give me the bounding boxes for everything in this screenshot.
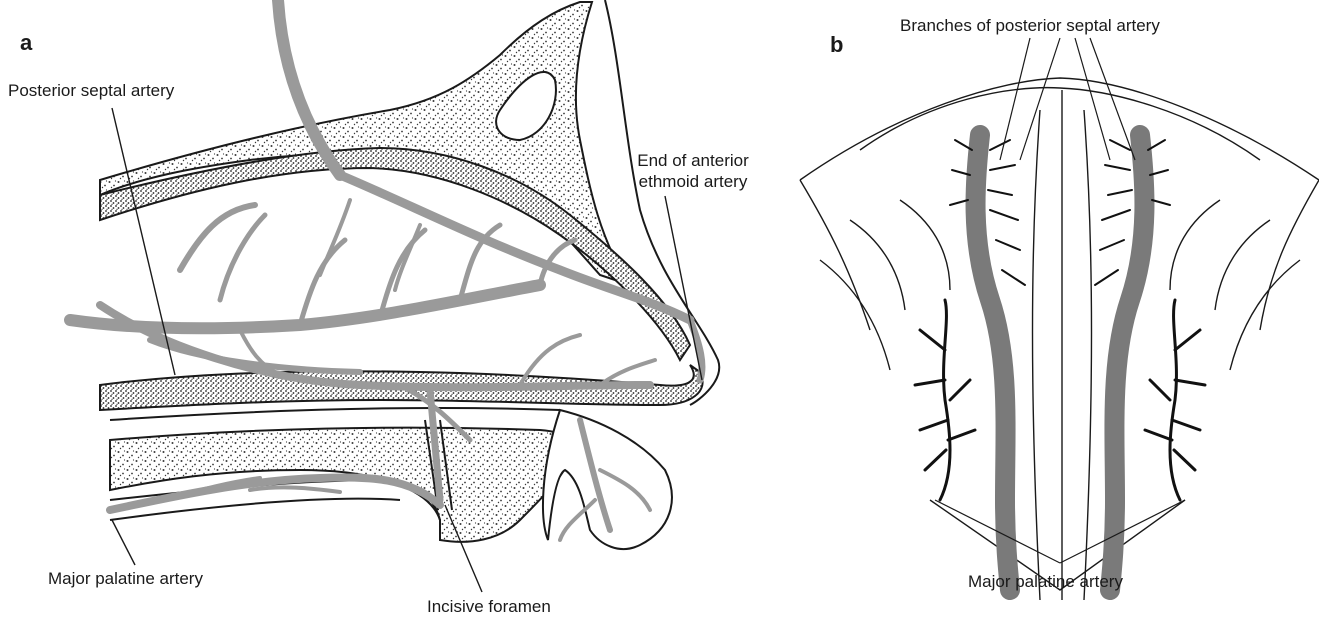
leader-branches-right: [1075, 38, 1110, 160]
label-major-palatine-artery-b: Major palatine artery: [968, 571, 1123, 592]
label-branches-of-posterior-septal-artery: Branches of posterior septal artery: [900, 15, 1160, 36]
label-end-of-anterior-line1: End of anterior: [633, 150, 753, 171]
label-end-of-anterior-ethmoid: End of anterior ethmoid artery: [633, 150, 753, 192]
label-incisive-foramen: Incisive foramen: [427, 596, 551, 617]
panel-a-letter: a: [20, 30, 32, 56]
posterior-septal-columns: [976, 135, 1145, 590]
label-posterior-septal-artery: Posterior septal artery: [8, 80, 174, 101]
label-end-of-anterior-line2: ethmoid artery: [633, 171, 753, 192]
palate-outline: [800, 78, 1319, 600]
label-major-palatine-artery-a: Major palatine artery: [48, 568, 203, 589]
panel-b-letter: b: [830, 32, 843, 58]
panel-b-leader-lines: [935, 38, 1185, 563]
major-palatine-trees: [915, 300, 1205, 500]
